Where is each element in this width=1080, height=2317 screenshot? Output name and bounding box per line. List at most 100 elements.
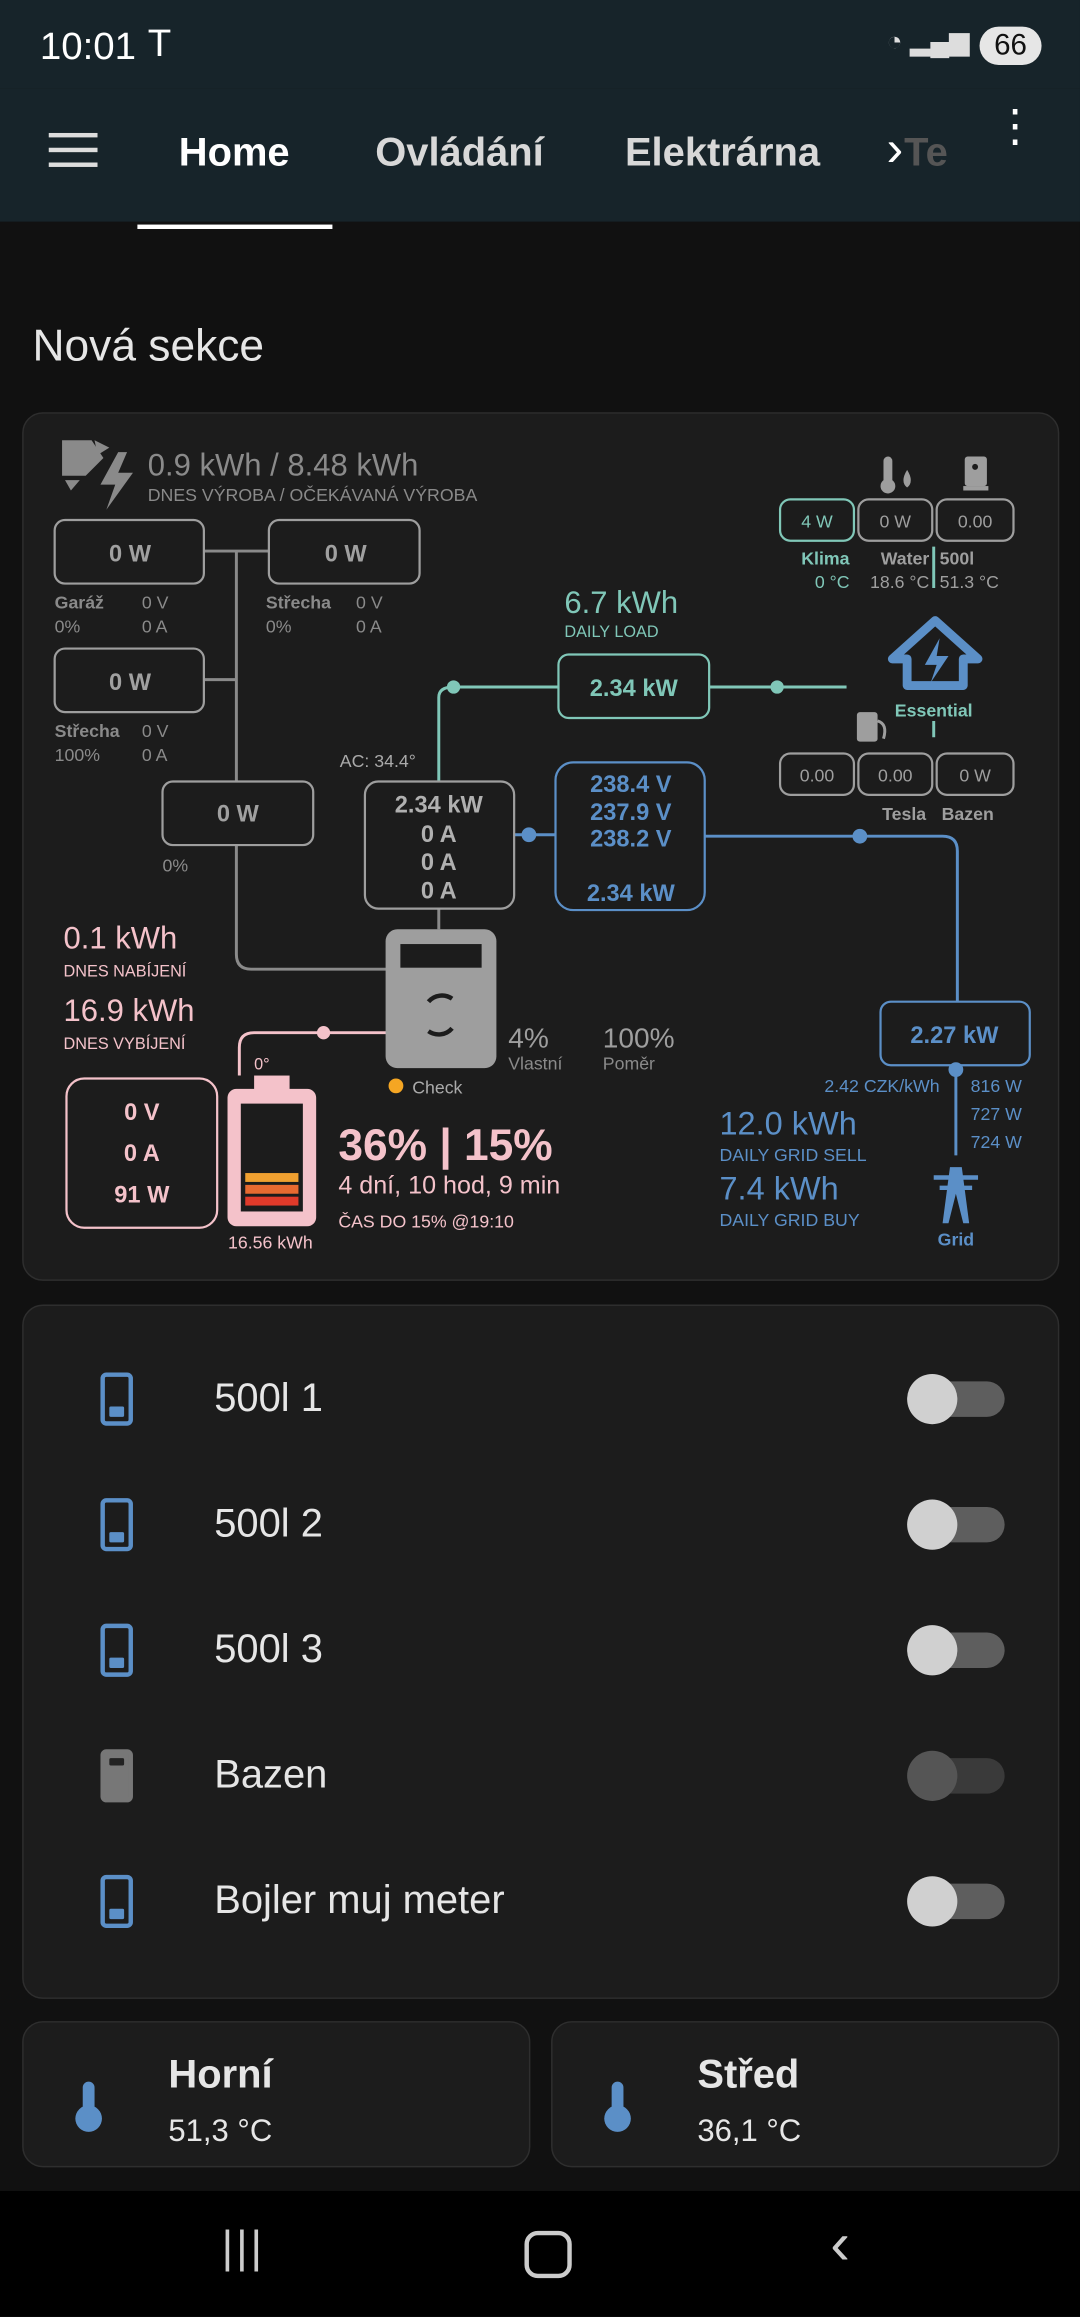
- solar-panel-icon: [62, 440, 133, 510]
- toggle-knob[interactable]: [907, 1876, 958, 1927]
- switch-row[interactable]: 500l 1: [24, 1355, 1060, 1444]
- solar-production: 0.9 kWh / 8.48 kWh: [148, 448, 419, 483]
- load-value: 0 W: [880, 511, 912, 531]
- daily-load-label: DAILY LOAD: [564, 623, 658, 641]
- load-value: 0.00: [958, 511, 993, 531]
- battery-current: 0 A: [124, 1141, 160, 1167]
- switch-row[interactable]: Bojler muj meter: [24, 1857, 1060, 1946]
- battery-icon: [227, 1075, 317, 1227]
- thermometer-icon: [604, 2081, 631, 2132]
- temperature-tile-horni[interactable]: Horní 51,3 °C: [22, 2021, 531, 2168]
- switch-label: Bojler muj meter: [214, 1877, 505, 1923]
- toggle-switch[interactable]: [907, 1625, 1005, 1676]
- flow-dots: [316, 680, 964, 1078]
- battery-box: [65, 1077, 219, 1229]
- toggle-switch[interactable]: [907, 1499, 1005, 1550]
- toggle-switch[interactable]: [907, 1876, 1005, 1927]
- tile-value: 36,1 °C: [697, 2114, 802, 2149]
- switch-row[interactable]: 500l 2: [24, 1480, 1060, 1569]
- ratio-label: Poměr: [603, 1054, 655, 1074]
- ratio-pct: 100%: [603, 1022, 675, 1053]
- load-temp: 0 °C: [815, 572, 850, 592]
- load-value: 0.00: [878, 766, 913, 786]
- top-app-bar: Home Ovládání Elektrárna Te › ⋮: [0, 88, 1080, 229]
- grid-sell: 12.0 kWh: [719, 1106, 856, 1142]
- switch-label: 500l 1: [214, 1375, 323, 1420]
- inverter-status: Check: [412, 1077, 462, 1097]
- battery-discharge-today: 16.9 kWh: [64, 993, 195, 1028]
- boiler-icon: [963, 456, 989, 491]
- home-icon[interactable]: [524, 2230, 572, 2279]
- ev-charger-icon: [856, 712, 887, 742]
- battery-discharge-label: DNES VYBÍJENÍ: [64, 1034, 186, 1053]
- menu-icon[interactable]: [48, 132, 98, 167]
- inverter-current: 0 A: [421, 878, 457, 904]
- load-name: Bazen: [942, 804, 994, 824]
- toggle-knob[interactable]: [907, 1499, 958, 1550]
- essential-label: Essential: [895, 701, 973, 721]
- temperature-tile-stred[interactable]: Střed 36,1 °C: [551, 2021, 1060, 2168]
- pv-pct: 0%: [55, 616, 81, 636]
- wifi-signal-icon: ◔ ▂▄▆: [886, 26, 970, 57]
- thermometer-drop-icon: [880, 456, 911, 494]
- pv-voltage: 0 V: [356, 593, 383, 613]
- load-box-klima: [778, 498, 856, 542]
- tab-home[interactable]: Home: [178, 130, 290, 175]
- battery-charge-label: DNES NABÍJENÍ: [64, 962, 187, 981]
- house-essential-icon: [887, 616, 983, 690]
- pv-name: Střecha: [55, 721, 120, 741]
- switch-label: 500l 2: [214, 1501, 323, 1546]
- self-sufficiency-pct: 4%: [508, 1022, 549, 1053]
- grid-power: 2.27 kW: [910, 1023, 999, 1049]
- transmission-tower-icon: [933, 1167, 979, 1224]
- grid-buy-label: DAILY GRID BUY: [719, 1210, 859, 1230]
- scroll-tabs-right-icon[interactable]: ›: [886, 121, 904, 178]
- pv-current: 0 A: [142, 745, 168, 765]
- inverter-current: 0 A: [421, 850, 457, 876]
- load-temp: 51.3 °C: [940, 572, 999, 592]
- tab-ovladani[interactable]: Ovládání: [375, 130, 544, 175]
- recent-apps-icon[interactable]: |||: [221, 2223, 266, 2273]
- grid-phase-box: [554, 761, 706, 912]
- switch-row[interactable]: 500l 3: [24, 1606, 1060, 1695]
- status-bar: 10:01 T ◔ ▂▄▆ 66: [0, 0, 1080, 89]
- pv-box-strecha-2: [53, 647, 205, 714]
- pv-current: 0 A: [356, 616, 382, 636]
- toggle-knob[interactable]: [907, 1625, 958, 1676]
- daily-load: 6.7 kWh: [564, 585, 678, 620]
- section-title: Nová sekce: [32, 322, 265, 371]
- switch-row[interactable]: Bazen: [24, 1732, 1060, 1821]
- switch-label: 500l 3: [214, 1626, 323, 1671]
- clock: 10:01: [39, 23, 137, 68]
- toggle-switch[interactable]: [907, 1373, 1005, 1425]
- pv-total-box: [161, 780, 315, 847]
- boiler-device-icon: [100, 1874, 133, 1929]
- load-name: Klima: [801, 548, 849, 568]
- toggle-switch[interactable]: [907, 1750, 1005, 1801]
- back-icon[interactable]: ‹: [830, 2211, 850, 2277]
- toggle-knob[interactable]: [907, 1373, 958, 1425]
- load-temp: 18.6 °C: [870, 572, 929, 592]
- switch-label: Bazen: [214, 1752, 328, 1797]
- pv-total-power: 0 W: [217, 801, 260, 827]
- load-name: 500l: [940, 548, 975, 568]
- thermometer-icon: [75, 2081, 102, 2132]
- phase-voltage: 238.2 V: [590, 827, 672, 853]
- inverter-power: 2.34 kW: [395, 793, 484, 819]
- pv-voltage: 0 V: [142, 721, 169, 741]
- pv-power: 0 W: [325, 541, 368, 567]
- boiler-device-icon: [100, 1749, 133, 1803]
- toggle-knob[interactable]: [907, 1750, 958, 1801]
- phase-voltage: 238.4 V: [590, 772, 672, 798]
- tab-partial[interactable]: Te: [904, 130, 948, 175]
- power-flow-diagram: 0.9 kWh / 8.48 kWh DNES VÝROBA / OČEKÁVA…: [53, 440, 1031, 1252]
- load-box: [557, 653, 711, 720]
- load-value: 0 W: [959, 766, 991, 786]
- tab-elektrarna[interactable]: Elektrárna: [624, 130, 821, 175]
- load-name: Water: [881, 548, 930, 568]
- battery-voltage: 0 V: [124, 1100, 160, 1126]
- inverter-box: [363, 780, 516, 910]
- solar-production-label: DNES VÝROBA / OČEKÁVANÁ VÝROBA: [148, 484, 478, 505]
- tesla-icon: T: [147, 20, 172, 66]
